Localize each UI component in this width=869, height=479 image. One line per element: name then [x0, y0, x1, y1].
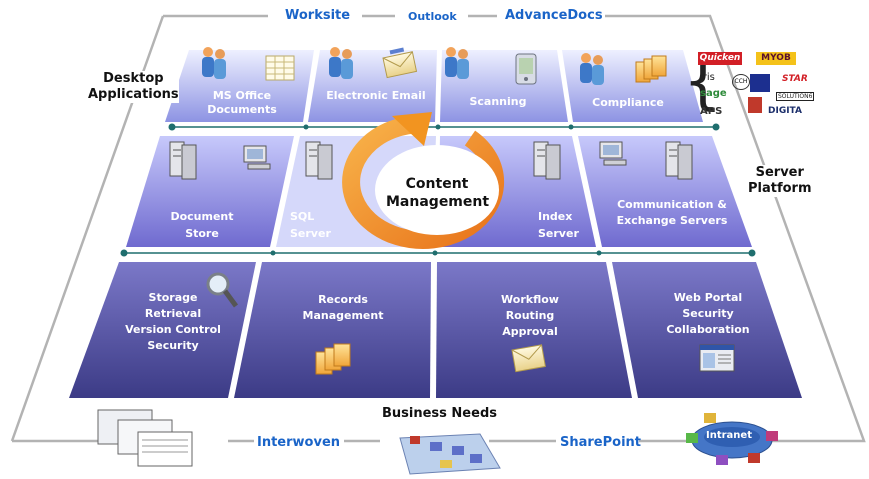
pda-icon [515, 53, 537, 85]
logo-cch: CCH [732, 74, 750, 90]
cycle-arrow-icon [342, 112, 505, 249]
document-icon [265, 55, 295, 81]
tile-label[interactable]: Communication &Exchange Servers [616, 198, 728, 227]
label-worksite[interactable]: Worksite [285, 8, 351, 23]
label-advancedocs[interactable]: AdvanceDocs [505, 8, 603, 23]
people-icon [329, 47, 353, 79]
logo-solution6: SOLUTION6 [776, 92, 815, 101]
label-business-needs: Business Needs [382, 406, 497, 421]
intranet-icon [686, 413, 778, 465]
server-icon [533, 141, 561, 180]
label-sharepoint[interactable]: SharePoint [560, 435, 642, 450]
screens-icon [97, 409, 193, 467]
tile-storage [69, 262, 256, 398]
network-icon [399, 433, 501, 475]
logo-aps: APS [700, 106, 723, 117]
server-icon [169, 141, 197, 180]
divider-lines [120, 123, 756, 257]
tile-web-portal [612, 262, 802, 398]
tile-records [234, 262, 431, 398]
logo-quicken: Quicken [698, 52, 742, 65]
tile-label[interactable]: Electronic Email [326, 89, 426, 102]
envelope-icon [511, 344, 546, 373]
logo-myob: MYOB [756, 52, 796, 65]
tile-label[interactable]: Scanning [469, 95, 527, 108]
folders-icon [315, 343, 351, 375]
computer-icon [243, 145, 271, 170]
magnifier-icon [206, 272, 239, 308]
tile-label[interactable]: Compliance [592, 96, 664, 109]
intranet-label: Intranet [706, 430, 752, 441]
server-icon [665, 141, 693, 180]
logo-iris: iris [700, 72, 715, 83]
outer-frame [12, 14, 866, 443]
envelope-icon [382, 47, 418, 79]
logo-star: STAR [782, 74, 808, 84]
browser-window-icon [699, 344, 735, 372]
tile-workflow [436, 262, 632, 398]
business-row [69, 262, 802, 398]
computer-icon [599, 141, 627, 166]
logo-square [750, 74, 770, 92]
label-outlook[interactable]: Outlook [408, 10, 457, 23]
server-icon [305, 141, 333, 180]
folders-icon [635, 55, 667, 83]
logo-square [748, 97, 762, 113]
people-icon [445, 47, 469, 79]
tile-electronic-email [308, 50, 437, 122]
label-interwoven[interactable]: Interwoven [257, 435, 341, 450]
people-icon [202, 47, 226, 79]
people-icon [580, 53, 604, 85]
logo-sage: sage [700, 88, 727, 99]
logo-digita: DIGITA [768, 106, 802, 116]
